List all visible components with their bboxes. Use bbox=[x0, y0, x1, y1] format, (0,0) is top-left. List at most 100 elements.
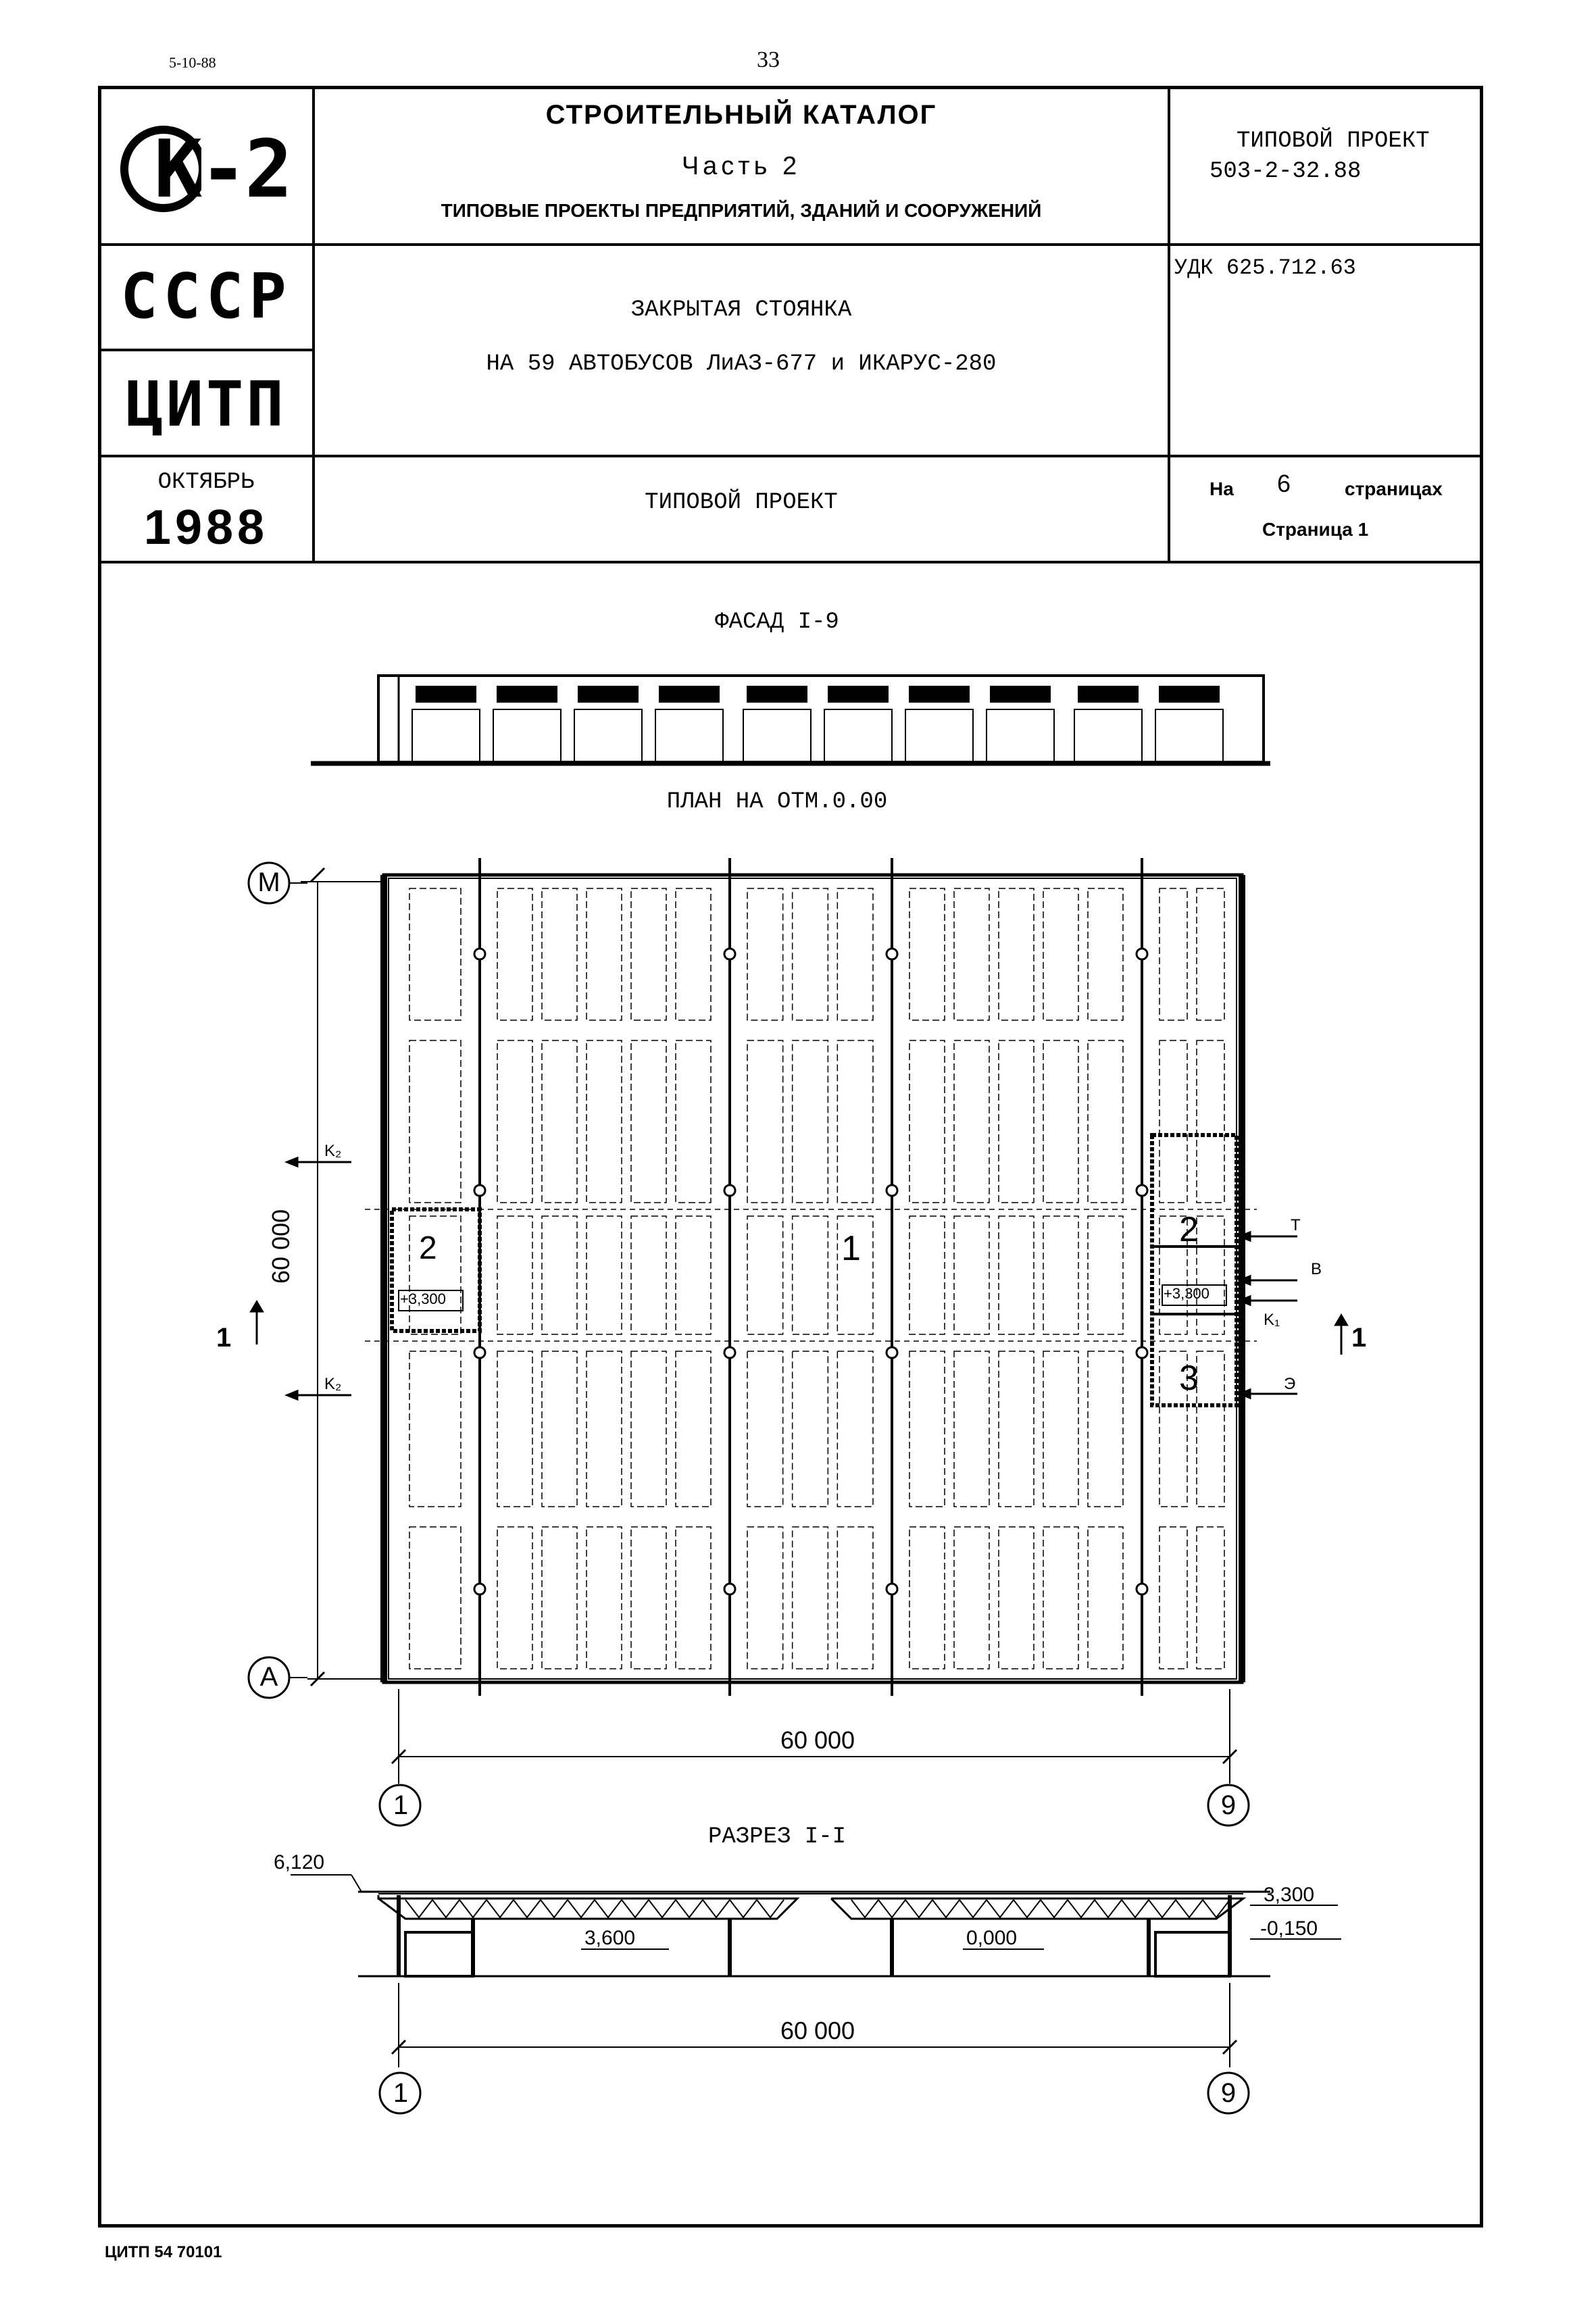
bus-stall bbox=[675, 1215, 712, 1335]
catalog-subtitle: ТИПОВЫЕ ПРОЕКТЫ ПРЕДПРИЯТИЙ, ЗДАНИЙ И СО… bbox=[441, 200, 1042, 221]
column-node bbox=[723, 1184, 737, 1197]
bus-stall bbox=[497, 1040, 533, 1203]
bus-stall bbox=[1196, 888, 1225, 1021]
bus-stall bbox=[1159, 1215, 1188, 1335]
pages-count: 6 bbox=[1277, 470, 1291, 497]
column-node bbox=[1135, 947, 1149, 961]
bus-stall bbox=[998, 888, 1034, 1021]
bus-stall bbox=[1196, 1351, 1225, 1507]
bus-stall bbox=[791, 1351, 829, 1507]
bus-stall bbox=[998, 1526, 1034, 1669]
truss-web bbox=[702, 1899, 730, 1919]
bus-stall bbox=[998, 1215, 1034, 1335]
facade-window bbox=[747, 686, 807, 703]
facade-door bbox=[1155, 709, 1224, 763]
truss-web bbox=[729, 1899, 757, 1919]
cut-mark-right: 1 bbox=[1351, 1323, 1367, 1353]
elev-top: 6,120 bbox=[274, 1851, 325, 1873]
bus-stall bbox=[586, 1526, 622, 1669]
bus-stall bbox=[541, 1526, 578, 1669]
truss-web bbox=[486, 1899, 514, 1919]
bus-stall bbox=[1196, 1040, 1225, 1203]
elev-0000: 0,000 bbox=[966, 1927, 1018, 1949]
bus-stall bbox=[1196, 1215, 1225, 1335]
truss-web bbox=[675, 1899, 703, 1919]
bus-stall bbox=[630, 1351, 667, 1507]
bus-stall bbox=[837, 1526, 874, 1669]
room-2-left-label: 2 bbox=[419, 1230, 437, 1266]
column-node bbox=[1135, 1184, 1149, 1197]
truss-web bbox=[405, 1899, 433, 1919]
truss-web bbox=[459, 1899, 487, 1919]
room-1-label: 1 bbox=[841, 1229, 861, 1268]
bus-stall bbox=[1087, 1040, 1124, 1203]
bus-stall bbox=[630, 888, 667, 1021]
level-left: +3,300 bbox=[400, 1290, 446, 1307]
bus-stall bbox=[747, 1040, 784, 1203]
axis-label-right: 9 bbox=[1220, 1790, 1237, 1820]
bus-stall bbox=[497, 1351, 533, 1507]
sheet-frame bbox=[98, 86, 1483, 2228]
elev-0150: -0,150 bbox=[1260, 1917, 1318, 1940]
facade-title: ФАСАД I-9 bbox=[715, 609, 839, 635]
bus-stall bbox=[791, 888, 829, 1021]
country: СССР bbox=[120, 260, 292, 332]
bus-stall bbox=[409, 1351, 462, 1507]
bus-stall bbox=[1043, 888, 1079, 1021]
footer-code: ЦИТП 54 70101 bbox=[105, 2243, 222, 2261]
column-node bbox=[473, 1582, 487, 1596]
bus-stall bbox=[909, 1351, 945, 1507]
plan-title: ПЛАН НА ОТМ.0.00 bbox=[666, 789, 888, 815]
bus-stall bbox=[747, 1526, 784, 1669]
bus-stall bbox=[909, 1040, 945, 1203]
facade-window bbox=[828, 686, 889, 703]
logo: К-2 bbox=[115, 108, 297, 230]
inlet-k2-bottom: K₂ bbox=[324, 1375, 342, 1393]
bus-stall bbox=[409, 888, 462, 1021]
inlet-e: Э bbox=[1284, 1375, 1296, 1393]
bus-stall bbox=[1159, 888, 1188, 1021]
inlet-v: B bbox=[1311, 1260, 1322, 1278]
bus-stall bbox=[909, 1215, 945, 1335]
facade-window bbox=[497, 686, 557, 703]
column-node bbox=[473, 947, 487, 961]
elev-3300: 3,300 bbox=[1264, 1884, 1315, 1906]
room-3-label: 3 bbox=[1179, 1359, 1199, 1398]
section-axis-label-right: 9 bbox=[1220, 2078, 1237, 2108]
bus-stall bbox=[1043, 1351, 1079, 1507]
dim-horizontal: 60 000 bbox=[780, 1726, 855, 1754]
object-title-line2: НА 59 АВТОБУСОВ ЛиАЗ-677 и ИКАРУС-280 bbox=[486, 351, 997, 377]
facade-window bbox=[578, 686, 639, 703]
bus-stall bbox=[837, 1040, 874, 1203]
bus-stall bbox=[998, 1040, 1034, 1203]
bus-stall bbox=[791, 1215, 829, 1335]
bus-stall bbox=[909, 888, 945, 1021]
axis-label-bottom: A bbox=[259, 1662, 278, 1692]
truss-web bbox=[621, 1899, 649, 1919]
facade-window bbox=[416, 686, 476, 703]
column-node bbox=[473, 1184, 487, 1197]
doc-type: ТИПОВОЙ ПРОЕКТ bbox=[645, 490, 838, 515]
truss-web bbox=[1040, 1899, 1068, 1919]
section-axis-label-left: 1 bbox=[393, 2078, 409, 2108]
inlet-k1: K₁ bbox=[1264, 1311, 1280, 1329]
bus-stall bbox=[1196, 1526, 1225, 1669]
column-node bbox=[723, 1346, 737, 1359]
facade-door bbox=[655, 709, 724, 763]
bus-stall bbox=[1043, 1040, 1079, 1203]
truss-web bbox=[567, 1899, 595, 1919]
cut-mark-left: 1 bbox=[216, 1323, 232, 1353]
truss-web bbox=[594, 1899, 622, 1919]
title-block-divider bbox=[312, 86, 315, 563]
object-title-line1: ЗАКРЫТАЯ СТОЯНКА bbox=[630, 297, 852, 323]
truss-web bbox=[1148, 1899, 1176, 1919]
bus-stall bbox=[1087, 1215, 1124, 1335]
column-node bbox=[885, 1346, 899, 1359]
section-drawing bbox=[291, 1874, 1341, 2115]
bus-stall bbox=[675, 1351, 712, 1507]
bus-stall bbox=[747, 1215, 784, 1335]
date-month: ОКТЯБРЬ bbox=[157, 470, 255, 495]
axis-label-left: 1 bbox=[393, 1790, 409, 1820]
column-node bbox=[723, 947, 737, 961]
bus-stall bbox=[953, 888, 990, 1021]
